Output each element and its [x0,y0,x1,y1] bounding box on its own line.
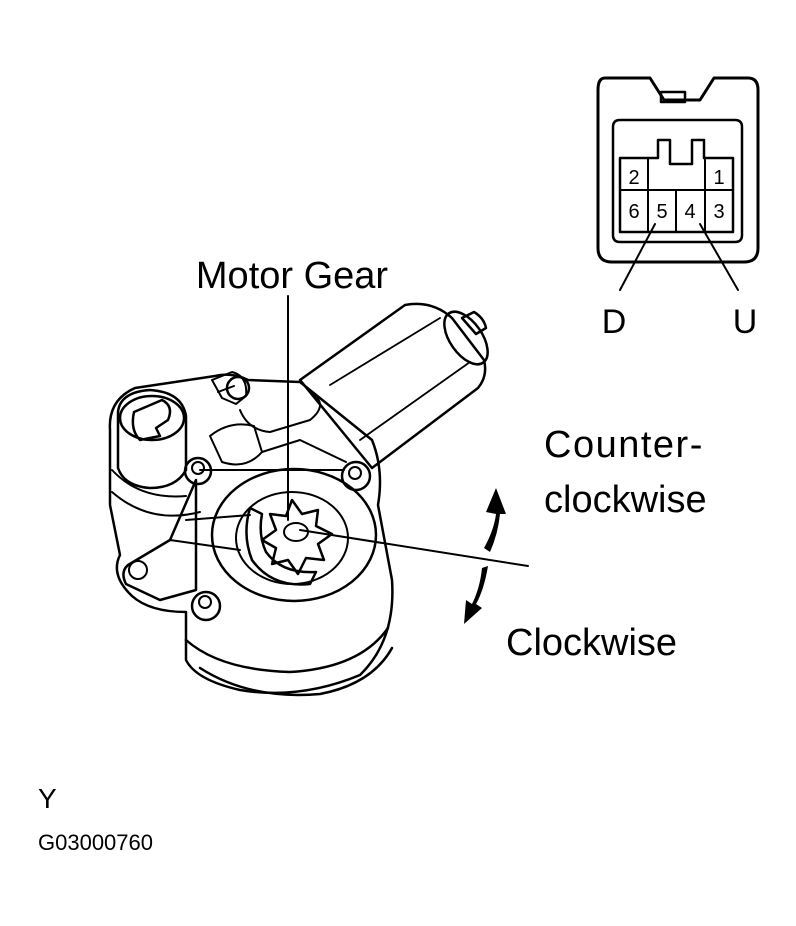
pin-d-leader [619,223,656,291]
pin-d-label: D [602,303,627,341]
view-letter: Y [38,783,57,814]
pin-2-label: 2 [628,167,639,189]
pin-3-label: 3 [713,201,724,223]
pin-1-label: 1 [713,167,724,189]
pin-u-leader [699,223,739,291]
counterclockwise-arrow [484,488,506,552]
figure-code: G03000760 [38,830,153,855]
motor-gear [260,498,334,576]
pin-6-label: 6 [628,201,639,223]
pin-u-label: U [733,303,758,341]
motor-gear-label: Motor Gear [196,255,389,297]
connector-face: 2 1 6 5 4 3 D U [596,76,760,341]
window-regulator-motor [108,302,506,697]
pin-4-label: 4 [684,201,695,223]
pin-5-label: 5 [656,201,667,223]
counter-label-line1: Counter- [544,424,704,466]
clockwise-label: Clockwise [506,622,677,664]
clockwise-arrow [464,566,488,624]
counter-label-line2: clockwise [544,479,707,521]
direction-leader [299,529,529,567]
